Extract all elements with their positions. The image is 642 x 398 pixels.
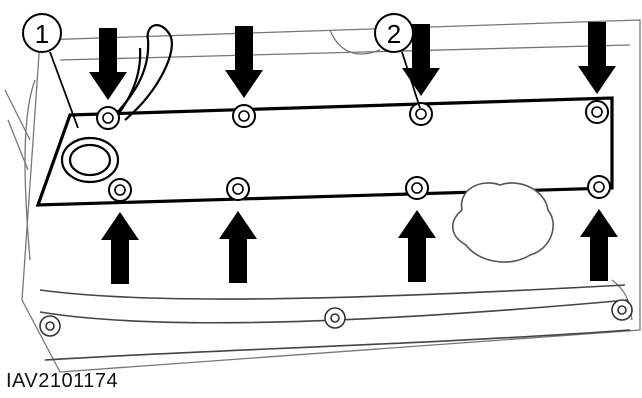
arrow-down-icon xyxy=(225,26,263,98)
lower-flange xyxy=(39,284,631,361)
callout-1-number: 1 xyxy=(35,19,49,49)
engine-head-outline xyxy=(4,19,641,373)
valve-cover-bolts xyxy=(96,100,611,202)
bolt-head xyxy=(232,104,256,128)
arrow-up-icon xyxy=(101,212,139,284)
callout-1: 1 xyxy=(22,13,79,129)
callout-2-number: 2 xyxy=(387,19,401,49)
bolt-head xyxy=(226,177,250,201)
bolt-head xyxy=(585,100,609,124)
arrow-up-icon xyxy=(580,209,618,281)
oil-filler-cap xyxy=(451,182,554,263)
arrow-down-icon xyxy=(578,22,616,94)
arrow-down-icon xyxy=(89,28,127,100)
arrow-up-icon xyxy=(219,211,257,283)
figure-id-label: IAV2101174 xyxy=(6,370,119,392)
bolt-head xyxy=(405,176,429,200)
flange-bolt xyxy=(39,299,633,337)
bolt-arrows xyxy=(89,22,618,284)
bolt-head xyxy=(409,102,433,126)
bolt-head xyxy=(587,175,611,199)
bolt-head xyxy=(108,178,132,202)
arrow-down-icon xyxy=(402,24,440,96)
bolt-head xyxy=(96,106,120,130)
arrow-up-icon xyxy=(398,210,436,282)
callout-2: 2 xyxy=(374,13,421,109)
gasket-seal xyxy=(35,96,614,207)
